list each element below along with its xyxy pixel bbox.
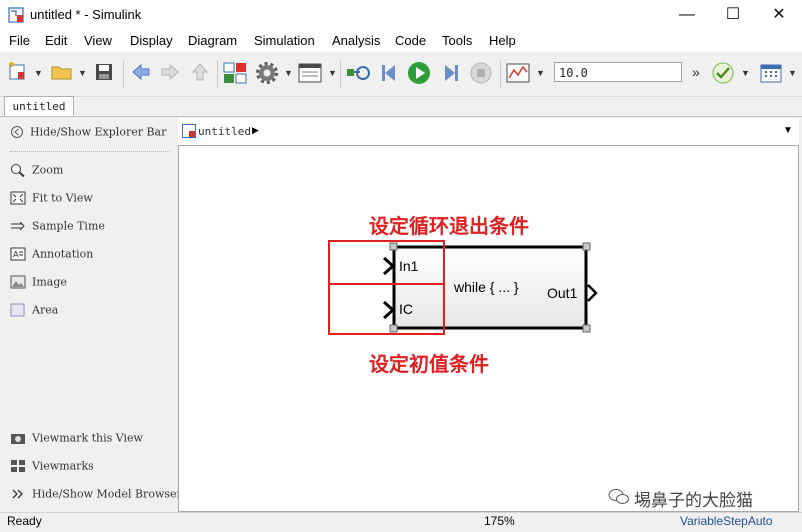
model-explorer-icon[interactable]: [298, 62, 322, 84]
forward-arrow-icon[interactable]: [160, 62, 180, 82]
explorer-dropdown-icon[interactable]: ▼: [328, 68, 337, 78]
status-bar: [0, 512, 802, 532]
viewmarks[interactable]: Viewmarks: [10, 459, 94, 477]
simulink-app-icon: [8, 7, 24, 23]
tool-zoom[interactable]: Zoom: [10, 163, 63, 181]
image-icon: [10, 275, 26, 289]
annotation-exit-condition: 设定循环退出条件: [369, 216, 529, 238]
record-dropdown-icon[interactable]: ▼: [536, 68, 545, 78]
stop-icon[interactable]: [470, 62, 492, 84]
maximize-button[interactable]: ☐: [725, 6, 741, 23]
status-solver[interactable]: VariableStepAuto: [680, 514, 773, 528]
open-dropdown-icon[interactable]: ▼: [78, 68, 87, 78]
watermark-text: 埸鼻子的大脸猫: [634, 491, 753, 510]
gear-icon[interactable]: [256, 62, 278, 84]
new-model-dropdown-icon[interactable]: ▼: [34, 68, 43, 78]
run-icon[interactable]: [407, 61, 431, 85]
left-panel: [0, 117, 177, 512]
menu-bar: File Edit View Display Diagram Simulatio…: [0, 30, 802, 52]
scope-record-icon[interactable]: [506, 62, 530, 84]
hide-show-explorer-bar[interactable]: Hide/Show Explorer Bar: [10, 125, 166, 143]
toolbar-separator: [500, 60, 501, 88]
port-label-ic: IC: [399, 301, 413, 317]
menu-help[interactable]: Help: [489, 33, 516, 48]
status-zoom: 175%: [484, 514, 515, 528]
tool-sample-time[interactable]: Sample Time: [10, 219, 105, 237]
port-label-in1: In1: [399, 258, 419, 274]
camera-icon: [11, 434, 25, 444]
fit-to-view-icon: [10, 191, 26, 205]
tab-strip-divider: [0, 116, 802, 117]
viewmark-this-view[interactable]: Viewmark this View: [10, 431, 143, 449]
breadcrumb-model-link[interactable]: untitled: [198, 125, 251, 138]
check-dropdown-icon[interactable]: ▼: [741, 68, 750, 78]
close-button[interactable]: ✕: [772, 6, 786, 23]
open-folder-icon[interactable]: [51, 62, 73, 82]
svg-text:A: A: [13, 250, 19, 259]
save-icon[interactable]: [94, 62, 114, 82]
wechat-icon: [608, 489, 629, 504]
title-bar: untitled * - Simulink — ☐ ✕: [0, 0, 802, 30]
model-advisor-check-icon[interactable]: [712, 62, 734, 84]
menu-analysis[interactable]: Analysis: [332, 33, 381, 48]
gear-dropdown-icon[interactable]: ▼: [284, 68, 293, 78]
toolbar-separator: [123, 60, 124, 88]
menu-tools[interactable]: Tools: [442, 33, 473, 48]
tool-area[interactable]: Area: [10, 303, 58, 321]
tool-image[interactable]: Image: [10, 275, 67, 293]
status-ready: Ready: [7, 514, 42, 528]
back-arrow-icon[interactable]: [131, 62, 151, 82]
calendar-dropdown-icon[interactable]: ▼: [788, 68, 797, 78]
viewmarks-icon: [11, 460, 25, 472]
more-tools-button[interactable]: »: [692, 64, 700, 80]
panel-divider: [10, 151, 170, 152]
menu-display[interactable]: Display: [130, 33, 173, 48]
arrow-left-circle-icon: [11, 126, 23, 138]
tab-untitled[interactable]: untitled: [4, 96, 74, 116]
menu-diagram[interactable]: Diagram: [188, 33, 238, 48]
menu-file[interactable]: File: [9, 33, 30, 48]
window-title: untitled * - Simulink: [30, 7, 142, 22]
sample-time-icon: [11, 221, 25, 231]
calendar-grid-icon[interactable]: [760, 62, 782, 84]
double-chevron-right-icon: [12, 489, 23, 499]
breadcrumb-arrow-icon: ▶: [252, 125, 259, 135]
stop-time-input[interactable]: 10.0: [554, 62, 682, 82]
step-forward-icon[interactable]: [439, 62, 461, 84]
annotation-icon: A: [10, 247, 26, 261]
while-iterator-block-graphic: [328, 240, 598, 335]
explorer-bar-label: Hide/Show Explorer Bar: [30, 125, 167, 139]
new-model-icon[interactable]: [8, 62, 28, 82]
toolbar-separator: [340, 60, 341, 88]
zoom-icon: [11, 164, 25, 177]
breadcrumb-dropdown-icon[interactable]: ▼: [783, 125, 793, 136]
tool-annotation[interactable]: A Annotation: [10, 247, 93, 265]
step-back-icon[interactable]: [379, 62, 401, 84]
hide-show-model-browser[interactable]: Hide/Show Model Browser: [10, 487, 182, 505]
while-block-label[interactable]: while { ... }: [454, 279, 519, 295]
model-icon: [182, 124, 196, 138]
tool-fit-to-view[interactable]: Fit to View: [10, 191, 93, 209]
port-label-out1: Out1: [547, 285, 578, 301]
menu-code[interactable]: Code: [395, 33, 427, 48]
area-icon: [10, 303, 25, 317]
breadcrumb: [178, 118, 799, 146]
update-diagram-icon[interactable]: [346, 62, 370, 84]
minimize-button[interactable]: —: [679, 6, 695, 23]
toolbar-separator: [217, 60, 218, 88]
menu-edit[interactable]: Edit: [45, 33, 68, 48]
up-arrow-icon[interactable]: [190, 62, 210, 82]
menu-simulation[interactable]: Simulation: [254, 33, 315, 48]
library-browser-icon[interactable]: [223, 62, 247, 84]
menu-view[interactable]: View: [84, 33, 112, 48]
annotation-initial-condition: 设定初值条件: [369, 354, 489, 376]
